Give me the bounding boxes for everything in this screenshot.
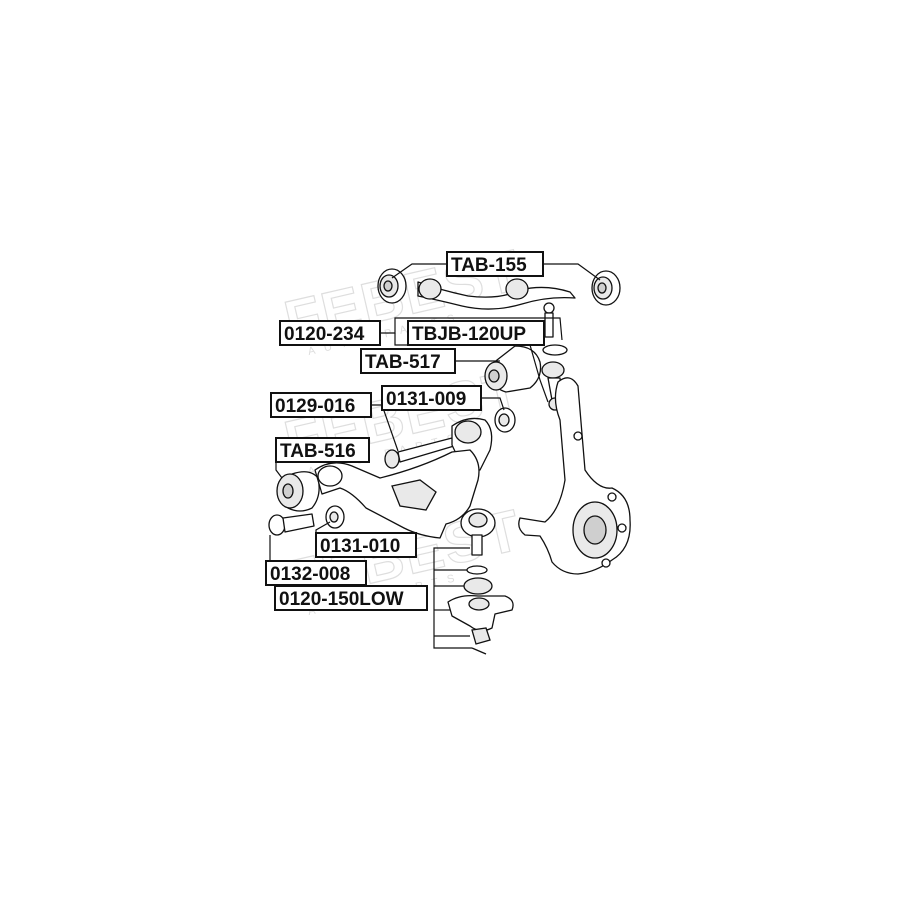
label-tbjb-120up: TBJB-120UP (407, 320, 545, 346)
svg-text:0131-009: 0131-009 (386, 389, 466, 410)
svg-text:0129-016: 0129-016 (275, 396, 355, 417)
upper-arm-bushing-right (591, 270, 621, 306)
label-0120-234: 0120-234 (279, 320, 381, 346)
washer-0131-009 (494, 407, 516, 433)
lower-ball-joint-boot (463, 577, 493, 595)
lower-ball-joint-body (447, 594, 514, 632)
cam-bolt-0132-008 (268, 513, 315, 536)
svg-text:0131-010: 0131-010 (320, 536, 400, 557)
lower-control-arm (314, 449, 480, 539)
svg-text:TAB-155: TAB-155 (451, 255, 527, 276)
upper-control-arm (417, 278, 576, 338)
svg-text:0120-150LOW: 0120-150LOW (279, 589, 404, 610)
svg-text:TBJB-120UP: TBJB-120UP (412, 324, 526, 345)
svg-text:TAB-517: TAB-517 (365, 352, 441, 373)
bushing-tab-516 (276, 471, 320, 512)
svg-text:0120-234: 0120-234 (284, 324, 365, 345)
label-0131-010: 0131-010 (315, 532, 417, 558)
label-tab-516: TAB-516 (275, 437, 370, 463)
lower-ball-joint-ring (466, 565, 488, 575)
label-0129-016: 0129-016 (270, 392, 372, 418)
upper-arm-bushing-left (377, 268, 407, 304)
svg-text:0132-008: 0132-008 (270, 564, 350, 585)
label-0132-008: 0132-008 (265, 560, 367, 586)
lower-ball-joint-nut (471, 627, 491, 645)
svg-text:TAB-516: TAB-516 (280, 441, 356, 462)
label-0120-150low: 0120-150LOW (274, 585, 428, 611)
lower-ball-joint-housing (460, 508, 496, 556)
bushing-tab-517 (484, 345, 542, 393)
label-0131-009: 0131-009 (381, 385, 482, 411)
label-tab-517: TAB-517 (360, 348, 456, 374)
steering-knuckle (518, 377, 631, 575)
washer-0131-010 (325, 505, 345, 529)
cotter-pin (471, 647, 487, 655)
label-tab-155: TAB-155 (446, 251, 544, 277)
